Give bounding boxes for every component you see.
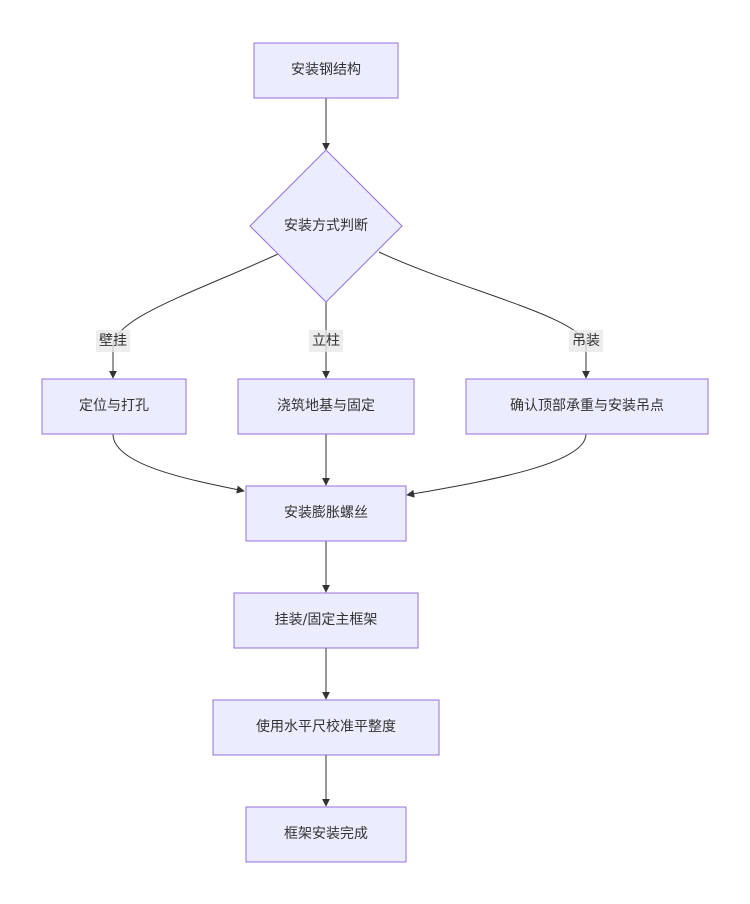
- node-install-steel-label: 安装钢结构: [291, 62, 361, 78]
- node-done-label: 框架安装完成: [284, 826, 368, 842]
- node-decision-label: 安装方式判断: [284, 218, 368, 234]
- edge-label-hanging-text: 吊装: [572, 333, 600, 349]
- edge-label-column-text: 立柱: [312, 333, 340, 349]
- edge-label-column: 立柱: [309, 330, 343, 352]
- node-expansion-bolts-label: 安装膨胀螺丝: [284, 504, 368, 521]
- node-done: 框架安装完成: [245, 806, 407, 863]
- node-confirm-ceiling: 确认顶部承重与安装吊点: [465, 378, 709, 435]
- node-mount-frame-label: 挂装/固定主框架: [275, 612, 378, 628]
- node-confirm-ceiling-label: 确认顶部承重与安装吊点: [510, 398, 664, 414]
- node-install-steel: 安装钢结构: [253, 42, 399, 99]
- edge-label-wall: 壁挂: [96, 330, 130, 352]
- edge-label-hanging: 吊装: [569, 330, 603, 352]
- edge-decision-to-confirm: [378, 251, 590, 379]
- node-decision: 安装方式判断: [249, 149, 403, 303]
- node-pour-foundation-label: 浇筑地基与固定: [277, 397, 375, 414]
- edge-decision-to-locate: [109, 253, 279, 379]
- edge-confirm-to-bolts: [406, 433, 587, 498]
- node-pour-foundation: 浇筑地基与固定: [237, 378, 415, 435]
- node-locate-drill: 定位与打孔: [41, 378, 187, 435]
- node-mount-frame: 挂装/固定主框架: [233, 592, 419, 649]
- node-level-adjust: 使用水平尺校准平整度: [212, 699, 440, 756]
- node-expansion-bolts: 安装膨胀螺丝: [245, 485, 407, 542]
- node-level-adjust-label: 使用水平尺校准平整度: [256, 718, 396, 735]
- edge-locate-to-bolts: [112, 433, 245, 494]
- edge-label-wall-text: 壁挂: [99, 333, 127, 349]
- node-locate-drill-label: 定位与打孔: [79, 397, 149, 414]
